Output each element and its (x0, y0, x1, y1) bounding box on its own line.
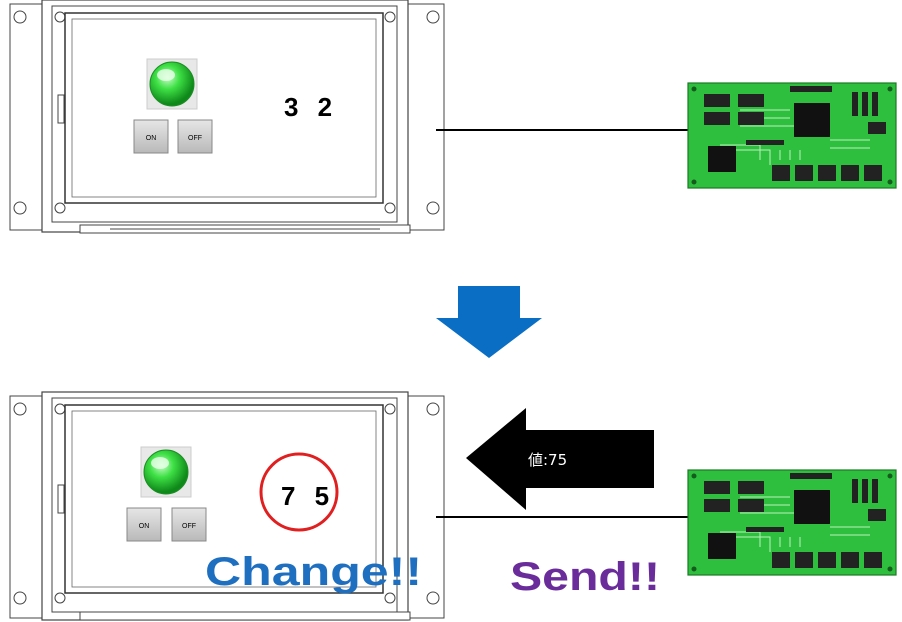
on-button-bottom[interactable]: ON (126, 507, 162, 542)
display-unit-bottom (9, 391, 445, 621)
pcb-board-bottom (687, 469, 897, 576)
pcb-board-top (687, 82, 897, 189)
down-arrow-icon (436, 286, 542, 358)
highlight-circle (259, 452, 339, 532)
on-button-top-label: ON (146, 135, 157, 142)
display-unit-top (9, 0, 445, 234)
value-readout-bottom: 7 5 (281, 481, 335, 511)
off-button-top-label: OFF (188, 135, 202, 142)
send-caption: Send!! (510, 555, 660, 599)
send-arrow-label: 値:75 (528, 451, 567, 469)
send-arrow: 値:75 (466, 408, 654, 510)
off-button-bottom[interactable]: OFF (171, 507, 207, 542)
value-readout-top: 3 2 (284, 92, 338, 122)
lamp-top (146, 58, 198, 110)
lamp-bottom (140, 446, 192, 498)
change-caption: Change!! (205, 550, 422, 594)
off-button-bottom-label: OFF (182, 523, 196, 530)
on-button-top[interactable]: ON (133, 119, 169, 154)
on-button-bottom-label: ON (139, 523, 150, 530)
off-button-top[interactable]: OFF (177, 119, 213, 154)
left-arrow-icon (466, 408, 654, 510)
